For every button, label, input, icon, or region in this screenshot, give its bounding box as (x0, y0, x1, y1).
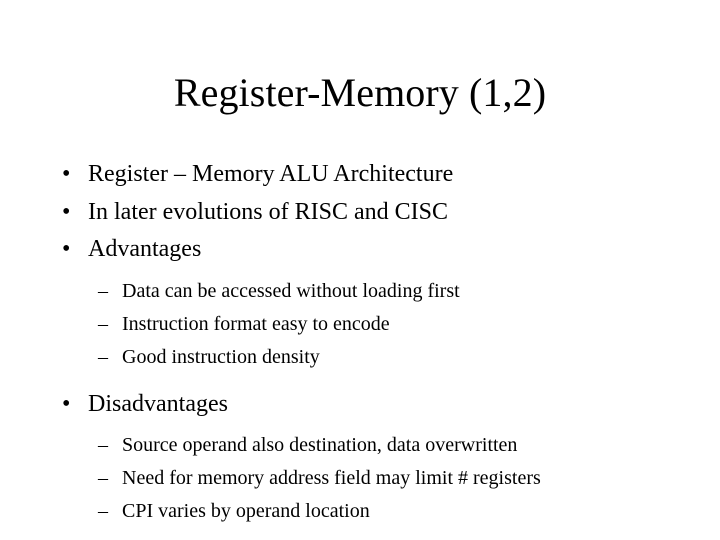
bullet-marker-dot-icon: • (62, 236, 71, 262)
bullet-item-level2: –CPI varies by operand location (54, 495, 678, 528)
bullet-item-level2: –Good instruction density (54, 341, 678, 374)
bullet-marker-dash-icon: – (98, 500, 108, 522)
bullet-text: Data can be accessed without loading fir… (122, 279, 460, 302)
bullet-marker-dot-icon: • (62, 198, 71, 225)
bullet-text: Instruction format easy to encode (122, 312, 390, 335)
page-title: Register-Memory (1,2) (173, 70, 547, 115)
bullet-item-level2: –Need for memory address field may limit… (54, 462, 678, 495)
slide-body-placeholder[interactable]: • Register – Memory ALU Architecture • In l… (54, 156, 678, 522)
bullet-item-level2: –Source operand also destination, data o… (54, 429, 678, 462)
bullet-text: Good instruction density (122, 345, 320, 368)
bullet-marker-dash-icon: – (98, 345, 108, 368)
bullet-text: Disadvantages (88, 390, 228, 417)
bullet-text: Register – Memory ALU Architecture (88, 161, 454, 187)
bullet-marker-dash-icon: – (98, 467, 108, 489)
bullet-marker-dot-icon: • (62, 161, 71, 187)
bullet-text: Source operand also destination, data ov… (122, 434, 518, 456)
bullet-item-level2: –Data can be accessed without loading fi… (54, 275, 678, 308)
bullet-item-level1: • Disadvantages (54, 386, 678, 424)
bullet-marker-dot-icon: • (62, 390, 71, 417)
bullet-item-level1: • Advantages (54, 231, 678, 269)
bullet-text: Need for memory address field may limit … (122, 467, 541, 489)
slide-title-placeholder[interactable]: Register-Memory (1,2) (54, 62, 666, 124)
bullet-text: Advantages (88, 236, 202, 262)
bullet-text: In later evolutions of RISC and CISC (88, 198, 448, 225)
bullet-marker-dash-icon: – (98, 434, 108, 456)
bullet-item-level2: –Instruction format easy to encode (54, 308, 678, 341)
bullet-item-level1: • Register – Memory ALU Architecture (54, 156, 678, 194)
bullet-marker-dash-icon: – (98, 312, 108, 335)
bullet-text: CPI varies by operand location (122, 500, 370, 522)
bullet-marker-dash-icon: – (98, 279, 108, 302)
bullet-list: • Register – Memory ALU Architecture • In l… (54, 156, 678, 528)
bullet-item-level1: • In later evolutions of RISC and CISC (54, 194, 678, 232)
